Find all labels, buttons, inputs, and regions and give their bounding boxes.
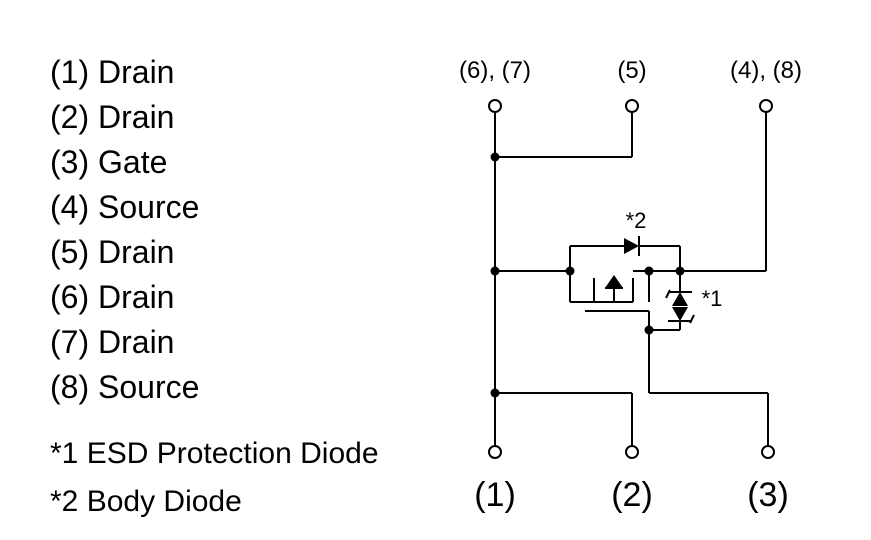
terminal-label-4-8: (4), (8) — [730, 57, 802, 84]
terminal-label-2: (2) — [611, 476, 653, 514]
terminal-5 — [625, 99, 639, 113]
pin-item: (2) Drain — [50, 99, 175, 135]
terminal-label-3: (3) — [747, 476, 789, 514]
esd-protection-diode — [649, 271, 695, 331]
terminal-3 — [761, 445, 775, 459]
pin-item: (5) Drain — [50, 234, 175, 270]
terminal-4-8 — [759, 99, 773, 113]
gate-wiring — [644, 311, 769, 446]
source-wiring — [680, 112, 767, 272]
pin-item: (1) Drain — [50, 54, 175, 90]
esd-diode-mark: *1 — [702, 286, 723, 311]
pin-item: (8) Source — [50, 369, 200, 405]
pin-item: (4) Source — [50, 189, 200, 225]
body-diode — [569, 236, 681, 271]
pin-item: (3) Gate — [50, 144, 168, 180]
terminal-label-1: (1) — [474, 476, 516, 514]
terminal-2 — [625, 445, 639, 459]
terminal-1 — [488, 445, 502, 459]
terminal-label-5: (5) — [617, 57, 646, 84]
body-diode-mark: *2 — [626, 208, 647, 233]
drain-wiring — [490, 112, 633, 446]
pin-assignment-list: (1) Drain (2) Drain (3) Gate (4) Source … — [50, 50, 199, 410]
terminal-6-7 — [488, 99, 502, 113]
footnote-esd-diode: *1 ESD Protection Diode — [50, 437, 379, 470]
terminal-label-6-7: (6), (7) — [459, 57, 531, 84]
footnotes: *1 ESD Protection Diode *2 Body Diode — [50, 430, 379, 526]
mosfet-symbol — [565, 266, 685, 312]
pin-item: (7) Drain — [50, 324, 175, 360]
footnote-body-diode: *2 Body Diode — [50, 485, 242, 518]
pin-item: (6) Drain — [50, 279, 175, 315]
